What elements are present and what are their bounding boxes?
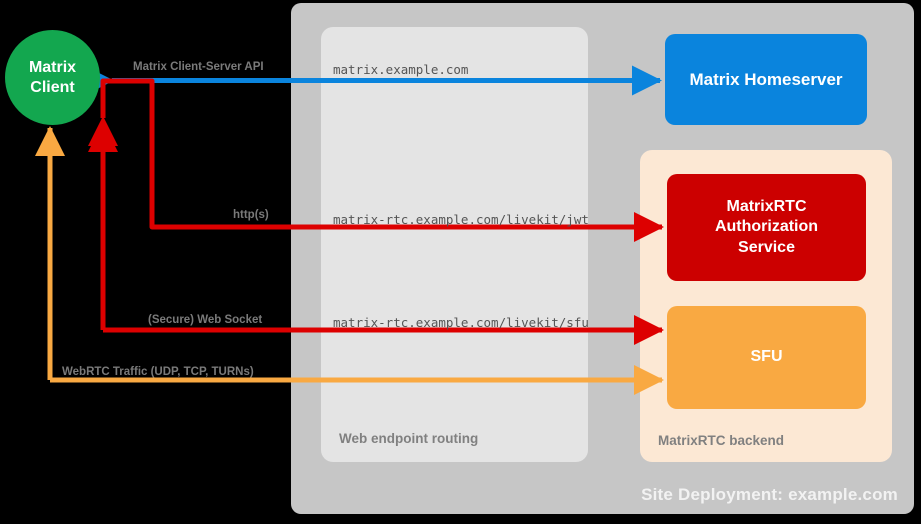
site-deployment-label: Site Deployment: example.com (641, 485, 898, 504)
web-endpoint-routing-panel: Web endpoint routing (321, 27, 588, 462)
node-matrix-homeserver[interactable]: Matrix Homeserver (665, 34, 867, 125)
url-matrix-example-com: matrix.example.com (333, 62, 469, 77)
edge-label-secure-web-socket: (Secure) Web Socket (148, 314, 263, 326)
edge-secure-web-socket (88, 121, 665, 345)
node-sfu-label: SFU (750, 348, 783, 366)
node-matrix-homeserver-label: Matrix Homeserver (689, 69, 843, 89)
web-endpoint-routing-label: Web endpoint routing (339, 431, 479, 446)
matrixrtc-backend-label: MatrixRTC backend (658, 433, 785, 448)
edge-webrtc-traffic (35, 125, 665, 395)
edge-https (88, 78, 665, 242)
edge-label-https: http(s) (233, 209, 269, 221)
edge-label-webrtc-traffic: WebRTC Traffic (UDP, TCP, TURNs) (62, 366, 254, 378)
url-matrix-rtc-livekit-sfu: matrix-rtc.example.com/livekit/sfu (333, 315, 589, 330)
node-sfu[interactable]: SFU (667, 306, 866, 409)
edge-label-matrix-client-server-api: Matrix Client-Server API (133, 61, 264, 73)
url-matrix-rtc-livekit-jwt: matrix-rtc.example.com/livekit/jwt (333, 212, 589, 227)
